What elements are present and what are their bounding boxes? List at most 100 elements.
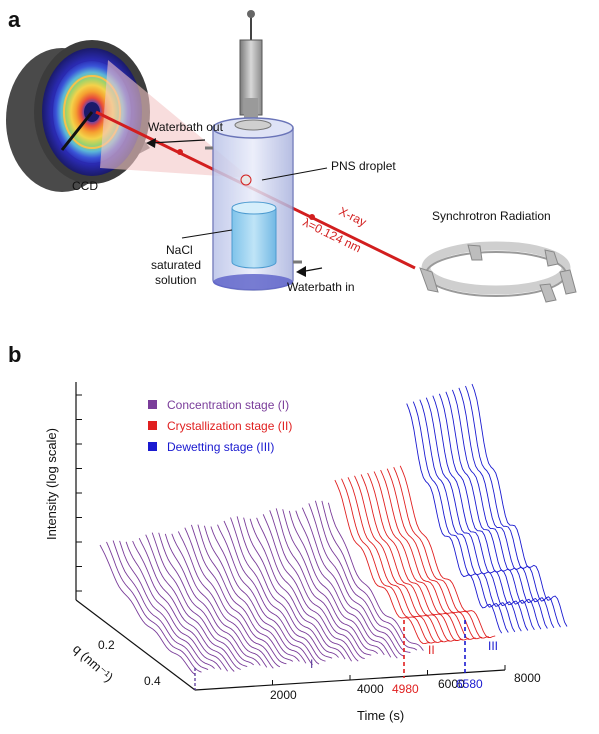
trace-line [119,540,215,669]
q-axis [75,599,196,691]
trace-line [230,517,326,662]
trace-line [471,383,568,627]
panel-b-label: b [8,342,21,367]
trace-line [262,514,359,662]
q-tick-label: 0.4 [144,674,161,688]
trace-line [295,510,392,658]
legend-swatch-0 [148,400,157,409]
xray-label: X-ray [337,204,369,229]
y-axis-label: Intensity (log scale) [44,428,59,540]
trace-line [112,540,209,671]
q-tick-label: 0.2 [98,638,115,652]
trace-line [465,385,561,628]
trace-line [197,524,294,662]
trace-line [210,526,307,664]
trace-line [451,389,548,629]
legend: Concentration stage (I) Crystallization … [148,398,292,454]
x-tick-label: 6000 [438,677,465,691]
trace-line [106,541,202,673]
legend-swatch-1 [148,421,157,430]
waterbath-in-arrow [296,266,323,277]
trace-line [275,508,372,656]
trace-line [412,401,509,633]
stage-ii-label: II [428,643,435,657]
pns-droplet-label: PNS droplet [331,159,396,173]
trace-line [354,475,450,643]
trace-line [334,479,430,645]
trace-line [406,403,503,634]
synchrotron-ring [419,241,577,303]
marker-4980-label: 4980 [392,682,419,696]
y-ticks [76,394,82,592]
trace-line [99,544,196,675]
trace-line [223,520,320,665]
legend-label-0: Concentration stage (I) [167,398,289,412]
trace-line [445,391,542,630]
trace-line [125,541,222,670]
trace-line [190,524,287,665]
trace-line [282,509,378,654]
trace-line [360,474,457,642]
nacl-leader-line [181,229,233,239]
trace-line [314,500,411,653]
trace-line [419,399,516,633]
trace-line [249,518,346,660]
trace-line [256,517,352,662]
trace-line [327,502,424,651]
trace-line [380,469,476,640]
waterbath-out-label: Waterbath out [148,120,224,134]
stage-iii-label: III [488,639,498,653]
nacl-label-2: saturated [151,258,201,272]
trace-line [425,397,522,632]
trace-line [164,533,261,666]
waterbath-in-label: Waterbath in [287,280,355,294]
trace-line [243,517,339,658]
trace-line [438,393,535,631]
trace-line [171,533,268,668]
pns-leader-line [261,167,328,181]
trace-line [301,507,398,659]
legend-swatch-2 [148,442,157,451]
x-tick-label: 2000 [270,688,297,702]
trace-line [158,532,254,666]
beam-dot [177,149,183,155]
x-tick-label: 4000 [357,682,384,696]
trace-line [151,532,248,668]
waterfall-traces [99,383,568,675]
sample-cell [205,10,302,291]
trace-line [132,540,228,672]
stage-i-label: I [310,657,313,671]
trace-line [386,468,483,640]
synchrotron-label: Synchrotron Radiation [432,209,551,223]
marker-6580-label: 6580 [456,677,483,691]
trace-line [203,525,300,662]
trace-line [373,471,470,641]
trace-line [184,527,281,668]
trace-line [217,524,313,666]
trace-line [177,531,274,669]
trace-line [269,510,365,660]
trace-line [308,503,404,657]
trace-line [341,478,437,644]
trace-line [236,516,333,659]
x-tick-label: 8000 [514,671,541,685]
trace-line [458,387,555,629]
nacl-label-3: solution [155,273,196,287]
beam-dot [309,214,315,220]
trace-line [138,538,235,672]
trace-line [288,510,385,656]
waterbath-out-arrow [146,138,206,148]
trace-line [393,467,489,639]
trace-line [321,500,418,651]
legend-label-2: Dewetting stage (III) [167,440,274,454]
trace-line [145,534,241,670]
time-axis-label: Time (s) [357,708,404,723]
nacl-label-1: NaCl [166,243,193,257]
trace-line [399,465,496,638]
legend-label-1: Crystallization stage (II) [167,419,292,433]
trace-line [432,395,529,631]
trace-line [367,472,463,641]
trace-line [347,477,444,643]
panel-a-label: a [8,7,21,32]
